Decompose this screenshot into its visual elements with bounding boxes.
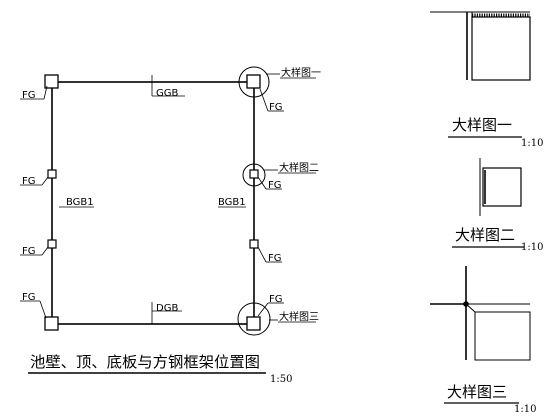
detail-1-scale: 1:10 <box>521 138 543 149</box>
side-post-left-2 <box>47 239 57 249</box>
detail-2-title: 大样图二 <box>455 226 515 244</box>
fg-label-right-1: FG <box>269 102 283 113</box>
main-title: 池壁、顶、底板与方钢框架位置图 <box>30 353 260 371</box>
detail-3-scale: 1:10 <box>514 404 536 415</box>
detail-2-drawing <box>479 158 522 216</box>
side-post-left-1 <box>47 169 57 179</box>
main-scale: 1:50 <box>270 374 292 385</box>
corner-post-bottom-right <box>246 316 261 331</box>
detail-2-scale: 1:10 <box>521 242 543 253</box>
fg-label-left-3: FG <box>22 246 36 257</box>
label-top-beam: GGB <box>156 88 178 99</box>
fg-label-left-4: FG <box>22 292 36 303</box>
detail-1-drawing <box>430 11 531 81</box>
main-plan <box>20 66 316 336</box>
corner-post-top-left <box>44 74 59 89</box>
corner-post-bottom-left <box>44 316 59 331</box>
callout-text-1: 大样图一 <box>281 66 321 79</box>
label-bottom-beam: DGB <box>156 303 178 314</box>
fg-label-right-4: FG <box>269 294 283 305</box>
label-right-wall: BGB1 <box>218 197 246 208</box>
callout-text-2: 大样图二 <box>279 161 319 174</box>
callout-circle-3 <box>237 302 271 336</box>
detail-1-title: 大样图一 <box>452 116 512 134</box>
side-post-right-2 <box>249 239 259 249</box>
callout-circle-1 <box>238 66 270 98</box>
fg-label-right-3: FG <box>268 253 282 264</box>
callout-circle-2 <box>242 163 266 187</box>
fg-label-left-2: FG <box>22 176 36 187</box>
fg-label-right-2: FG <box>268 180 282 191</box>
detail-3-drawing <box>430 266 531 361</box>
fg-label-left-1: FG <box>22 90 36 101</box>
callout-text-3: 大样图三 <box>279 310 319 323</box>
pool-outline <box>51 81 255 325</box>
detail-3-title: 大样图三 <box>447 383 507 401</box>
corner-post-top-right <box>246 74 261 89</box>
label-left-wall: BGB1 <box>66 197 94 208</box>
side-post-right-1 <box>249 169 259 179</box>
